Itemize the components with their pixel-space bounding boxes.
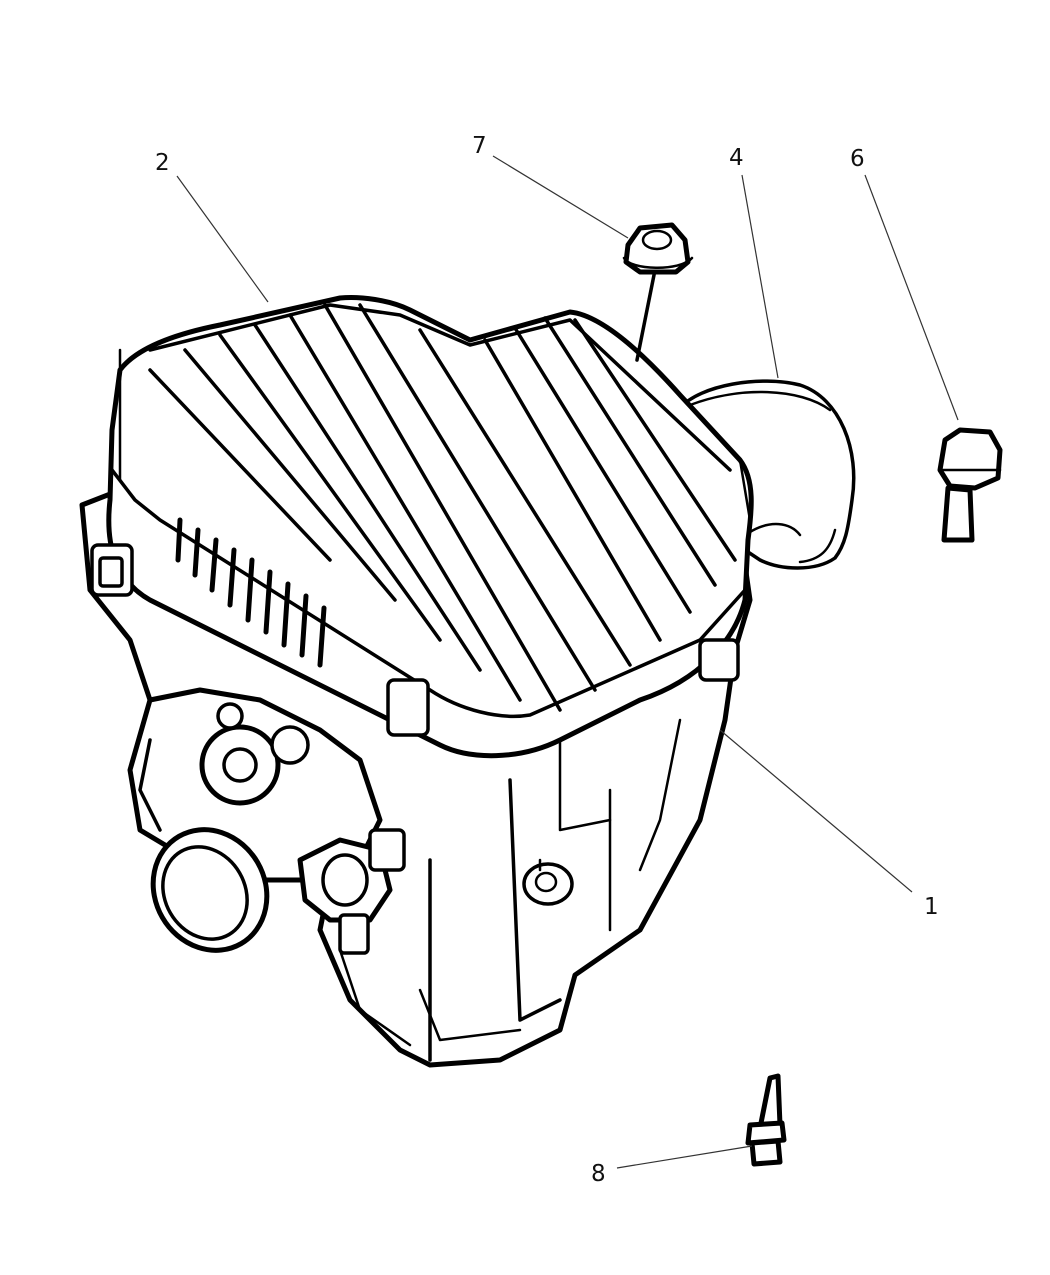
part-8-stud bbox=[745, 1073, 787, 1167]
part-6-bolt bbox=[937, 427, 1003, 543]
callout-7: 7 bbox=[472, 133, 487, 159]
part-7-nut bbox=[622, 222, 694, 362]
leader-line-2 bbox=[176, 175, 269, 303]
callout-6: 6 bbox=[850, 146, 865, 172]
callout-4: 4 bbox=[729, 145, 744, 171]
leader-line-6 bbox=[864, 174, 959, 421]
callout-8: 8 bbox=[591, 1161, 606, 1187]
part-4-air-duct bbox=[678, 379, 856, 570]
leader-line-8 bbox=[616, 1145, 753, 1169]
leader-lines bbox=[176, 155, 959, 1169]
part-2-air-cleaner-cover bbox=[90, 295, 754, 759]
throttle-body-assembly bbox=[127, 687, 406, 955]
callout-1: 1 bbox=[924, 894, 939, 920]
leader-line-1 bbox=[719, 729, 913, 893]
callout-2: 2 bbox=[155, 150, 170, 176]
leader-line-7 bbox=[492, 155, 629, 239]
leader-line-4 bbox=[741, 174, 779, 379]
cover-side-fins bbox=[175, 517, 327, 668]
callout-labels: 1 2 4 6 7 8 bbox=[155, 133, 939, 1187]
